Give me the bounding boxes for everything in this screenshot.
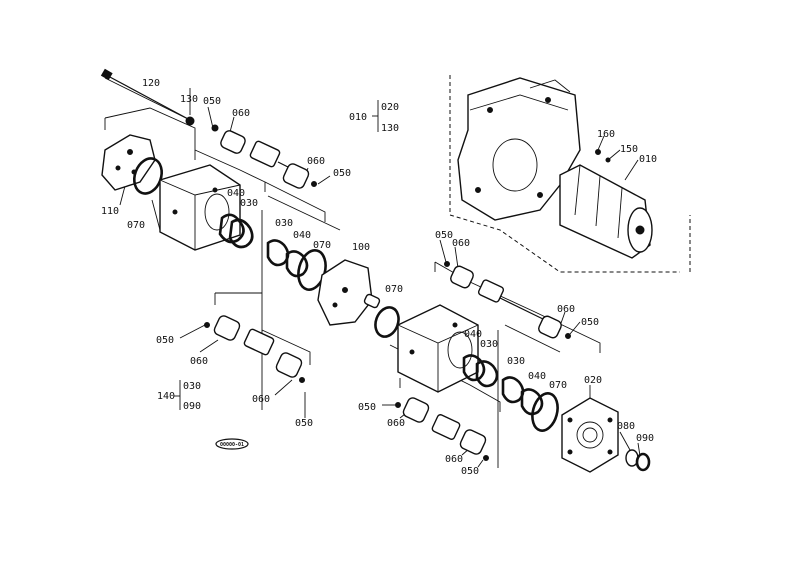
label-070-d: 070 (549, 380, 567, 391)
gear-housing-right (397, 304, 479, 393)
ref-top-sub-2: 130 (381, 123, 399, 134)
engine-block (457, 77, 581, 221)
label-050-b: 050 (333, 168, 351, 179)
label-040-c: 040 (464, 329, 482, 340)
label-040-a: 040 (227, 188, 245, 199)
seal-plate-040-right (462, 354, 486, 382)
label-030-c: 030 (480, 339, 498, 350)
hydraulic-pump-010 (559, 149, 653, 259)
label-050-c: 050 (156, 335, 174, 346)
gear-housing-left (159, 164, 241, 251)
label-030-b: 030 (275, 218, 293, 229)
long-bolt-120 (100, 68, 195, 126)
label-050-g: 050 (581, 317, 599, 328)
label-070-c: 070 (385, 284, 403, 295)
ref-top-main: 010 (349, 112, 367, 123)
middle-plate-100 (317, 259, 373, 326)
label-020: 020 (584, 375, 602, 386)
label-060-h: 060 (387, 418, 405, 429)
label-060-g: 060 (557, 304, 575, 315)
label-100: 100 (352, 242, 370, 253)
label-050-h: 050 (358, 402, 376, 413)
label-060-i: 060 (445, 454, 463, 465)
seal-plate-040-left (218, 213, 245, 244)
label-050-d: 050 (295, 418, 313, 429)
seal-plate-030-right (475, 360, 499, 388)
label-130: 130 (180, 94, 198, 105)
label-070-a: 070 (127, 220, 145, 231)
seal-plate-040-center (285, 250, 309, 278)
ref-bottom-main: 140 (157, 391, 175, 402)
label-070-b: 070 (313, 240, 331, 251)
label-060-b: 060 (307, 156, 325, 167)
label-080: 080 (617, 421, 635, 432)
seal-plate-030-center (266, 239, 290, 267)
group-outline-lines (104, 75, 691, 468)
ref-top-sub-1: 020 (381, 102, 399, 113)
drive-shaft-group-right (444, 261, 571, 339)
label-050-i: 050 (461, 466, 479, 477)
label-040-d: 040 (528, 371, 546, 382)
label-050-f: 050 (435, 230, 453, 241)
figure-code-badge: 00000-01 (215, 438, 249, 450)
label-150: 150 (620, 144, 638, 155)
label-110: 110 (101, 206, 119, 217)
mounting-flange-020 (561, 397, 619, 473)
o-ring-070-far (531, 392, 559, 432)
end-cover-110 (101, 134, 156, 191)
ref-bottom-sub-2: 090 (183, 401, 201, 412)
snap-ring-090 (635, 452, 651, 472)
gear-group-left-lower (204, 315, 305, 383)
label-010: 010 (639, 154, 657, 165)
ref-group-bottom: 140 030 090 (157, 381, 201, 412)
seal-plate-030-left (228, 218, 254, 249)
label-030-d: 030 (507, 356, 525, 367)
label-120: 120 (142, 78, 160, 89)
gear-group-right-lower (395, 397, 489, 461)
label-060-d: 060 (252, 394, 270, 405)
label-040-b: 040 (293, 230, 311, 241)
part-labels: 120 130 050 060 060 050 110 070 040 030 … (101, 78, 657, 477)
label-050-a: 050 (203, 96, 221, 107)
figure-code-text: 00000-01 (220, 442, 244, 448)
label-160: 160 (597, 129, 615, 140)
label-090: 090 (636, 433, 654, 444)
ref-group-top: 010 020 130 (349, 102, 399, 134)
label-060-f: 060 (452, 238, 470, 249)
label-030-a: 030 (240, 198, 258, 209)
coupling (363, 293, 381, 309)
label-060-a: 060 (232, 108, 250, 119)
seal-plate-040-far (520, 388, 544, 416)
seal-plate-030-far (501, 376, 525, 404)
drive-gear-group-top (211, 124, 317, 189)
ref-bottom-sub-1: 030 (183, 381, 201, 392)
label-060-c: 060 (190, 356, 208, 367)
